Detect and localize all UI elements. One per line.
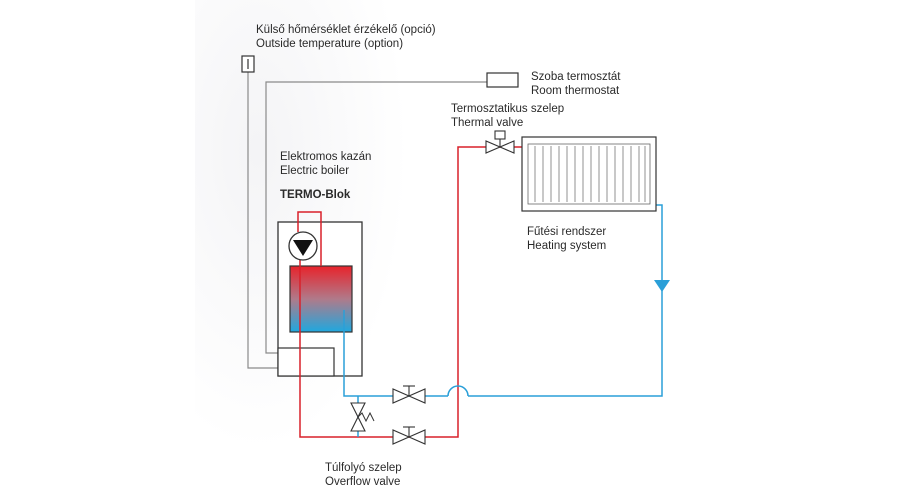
boiler-label-hu: Elektromos kazán	[280, 151, 371, 163]
room-thermostat-icon	[486, 72, 519, 88]
room-thermostat-label-en: Room thermostat	[531, 85, 620, 97]
room-thermostat-label-hu: Szoba termosztát	[531, 71, 621, 83]
overflow-label-en: Overflow valve	[325, 476, 400, 488]
overflow-label-hu: Túlfolyó szelep	[325, 462, 402, 474]
overflow-valve-icon	[350, 402, 375, 432]
supply-valve-icon	[392, 426, 426, 445]
sensor-wire	[247, 72, 278, 369]
boiler-control-box	[277, 347, 335, 377]
outside-sensor-label-hu: Külső hőmérséklet érzékelő (opció)	[256, 24, 436, 36]
thermostat-wire	[265, 81, 487, 354]
outside-sensor-label-en: Outside temperature (option)	[256, 38, 403, 50]
control-wiring	[247, 72, 487, 369]
pump-icon	[288, 231, 318, 261]
boiler-model-label: TERMO-Blok	[280, 189, 351, 201]
outside-sensor-icon	[241, 55, 255, 73]
thermal-valve-icon	[485, 130, 515, 154]
radiator-icon	[521, 136, 657, 212]
heating-label-en: Heating system	[527, 240, 606, 252]
boiler-label-en: Electric boiler	[280, 165, 349, 177]
heating-label-hu: Fűtési rendszer	[527, 226, 606, 238]
thermal-valve-label-en: Thermal valve	[451, 117, 523, 129]
return-valve-icon	[392, 385, 426, 404]
flow-arrow-icon	[654, 280, 670, 292]
labels: Külső hőmérséklet érzékelő (opció) Outsi…	[256, 24, 621, 488]
thermal-valve-label-hu: Termosztatikus szelep	[451, 103, 564, 115]
